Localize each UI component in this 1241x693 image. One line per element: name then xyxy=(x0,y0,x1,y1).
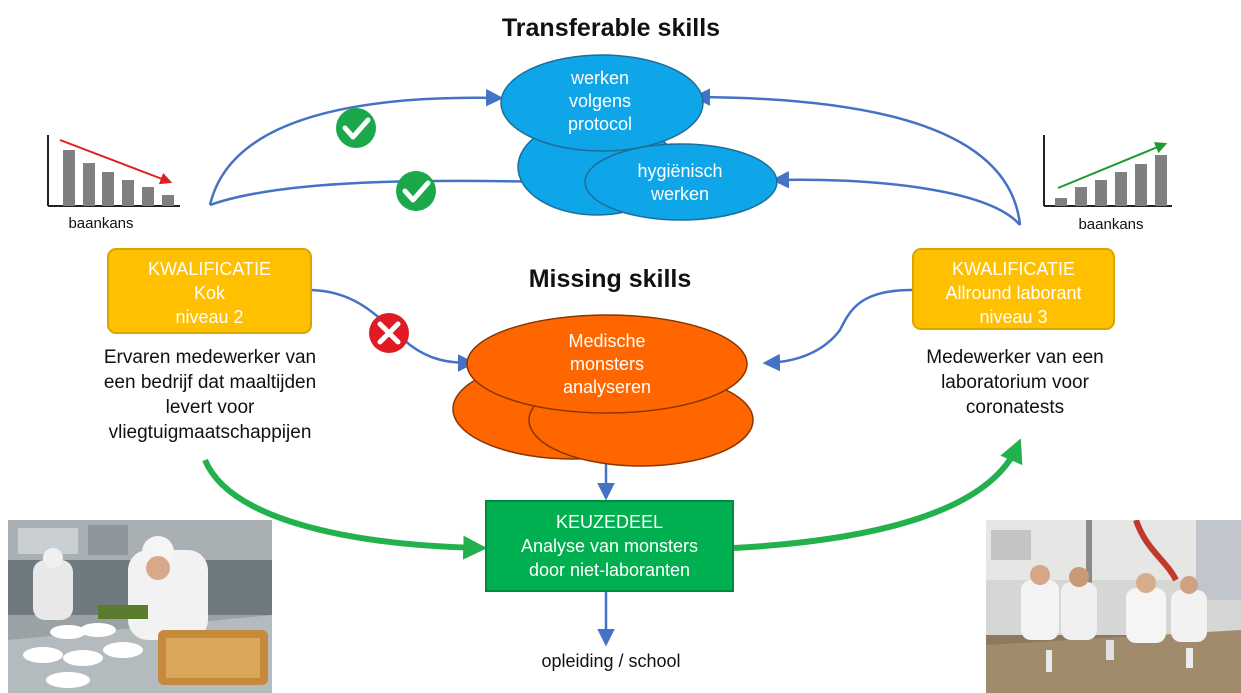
arrow-right-to-missing xyxy=(762,288,913,372)
right-description: Medewerker van een laboratorium voor cor… xyxy=(926,347,1104,418)
skill-protocol-label: werken volgens protocol xyxy=(567,68,633,134)
right-trend-chart xyxy=(1043,135,1172,207)
arrow-right-to-protocol xyxy=(692,88,1022,226)
transferable-ellipse-protocol xyxy=(500,54,704,152)
skill-hygiene-label: hygiënisch werken xyxy=(637,161,723,204)
missing-skill-label: Medische monsters analyseren xyxy=(562,331,652,397)
left-description: Ervaren medewerker van een bedrijf dat m… xyxy=(103,347,317,443)
missing-ellipse-front xyxy=(466,314,748,414)
missing-skills-title: Missing skills xyxy=(528,265,692,293)
qualification-box-kok: KWALIFICATIE Kok niveau 2 xyxy=(107,248,312,334)
qualification-box-laborant: KWALIFICATIE Allround laborant niveau 3 xyxy=(912,248,1115,330)
path-keuzedeel-to-right xyxy=(733,438,1023,551)
arrow-right-to-hygiene xyxy=(771,170,1021,226)
kitchen-photo xyxy=(8,520,272,693)
left-trend-chart xyxy=(47,135,180,207)
right-chart-label: baankans xyxy=(1078,216,1144,233)
check-icon xyxy=(396,171,436,211)
keuzedeel-box: KEUZEDEEL Analyse van monsters door niet… xyxy=(485,500,734,592)
cross-icon xyxy=(369,313,409,353)
transferable-skills-title: Transferable skills xyxy=(501,14,721,42)
laboratory-photo xyxy=(986,520,1241,693)
path-left-to-keuzedeel xyxy=(202,458,488,560)
left-chart-label: baankans xyxy=(68,215,134,232)
school-label: opleiding / school xyxy=(541,651,681,671)
check-icon xyxy=(336,108,376,148)
transferable-ellipse-hygiene xyxy=(584,143,778,221)
arrow-left-to-protocol xyxy=(208,88,504,206)
